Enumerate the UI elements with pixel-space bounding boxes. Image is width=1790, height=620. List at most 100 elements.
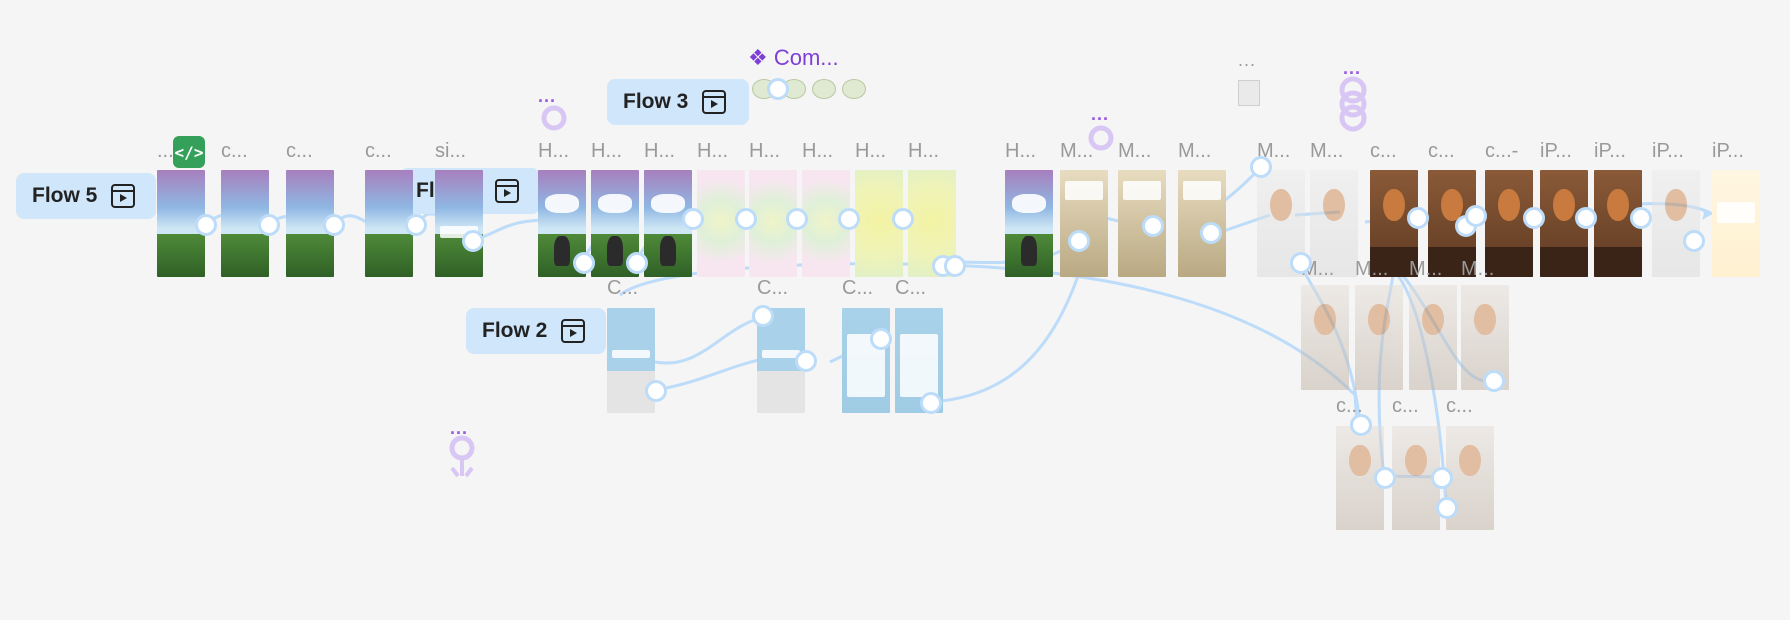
connection-node[interactable] <box>786 208 808 230</box>
frame-title[interactable]: iP... <box>1594 140 1626 162</box>
connection-node[interactable] <box>1290 252 1312 274</box>
frame-title[interactable]: si... <box>435 140 467 162</box>
frame-title[interactable]: C... <box>895 277 927 299</box>
connection-node[interactable] <box>1436 497 1458 519</box>
frame-title[interactable]: H... <box>697 140 729 162</box>
frame-title[interactable]: c... <box>1392 395 1419 417</box>
ellipsis-label[interactable]: ... <box>450 418 469 438</box>
screen-frame[interactable] <box>365 170 413 277</box>
frame-title[interactable]: c...- <box>1485 140 1519 162</box>
connection-node[interactable] <box>752 305 774 327</box>
connection-node[interactable] <box>1575 207 1597 229</box>
connection-node[interactable] <box>944 255 966 277</box>
connection-node[interactable] <box>1374 467 1396 489</box>
frame-title[interactable]: H... <box>908 140 940 162</box>
connection-node[interactable] <box>1250 156 1272 178</box>
connection-node[interactable] <box>735 208 757 230</box>
component-instance[interactable] <box>812 79 836 99</box>
screen-frame[interactable] <box>1301 285 1349 390</box>
connection-node[interactable] <box>258 214 280 236</box>
connection-node[interactable] <box>1483 370 1505 392</box>
screen-frame[interactable] <box>1005 170 1053 277</box>
connection-node[interactable] <box>1630 207 1652 229</box>
flow-5-text: Flow 5 <box>32 184 98 207</box>
component-icon: ❖ <box>748 45 768 70</box>
connection-node[interactable] <box>1350 414 1372 436</box>
frame-title[interactable]: M... <box>1355 258 1389 280</box>
screen-frame[interactable] <box>1355 285 1403 390</box>
connection-node[interactable] <box>795 350 817 372</box>
connection-node[interactable] <box>1142 215 1164 237</box>
connection-node[interactable] <box>838 208 860 230</box>
frame-title[interactable]: C... <box>757 277 789 299</box>
connection-node[interactable] <box>920 392 942 414</box>
frame-title[interactable]: ... <box>157 140 174 162</box>
connection-node[interactable] <box>1683 230 1705 252</box>
frame-title[interactable]: C... <box>607 277 639 299</box>
frame-title[interactable]: M... <box>1118 140 1152 162</box>
connection-node[interactable] <box>892 208 914 230</box>
component-label[interactable]: ❖ Com... <box>748 45 839 71</box>
flow-5-label[interactable]: Flow 5 <box>16 173 156 219</box>
component-text: Com... <box>773 45 839 70</box>
connection-node[interactable] <box>870 328 892 350</box>
connection-node[interactable] <box>195 214 217 236</box>
frame-title[interactable]: c... <box>1446 395 1473 417</box>
screen-frame[interactable] <box>1712 170 1760 277</box>
connection-node[interactable] <box>1407 207 1429 229</box>
code-icon[interactable]: </> <box>173 136 205 168</box>
screen-frame[interactable] <box>1178 170 1226 277</box>
flow-3-label[interactable]: Flow 3 <box>607 79 749 125</box>
component-instance[interactable] <box>842 79 866 99</box>
connection-node[interactable] <box>1523 207 1545 229</box>
connection-node[interactable] <box>323 214 345 236</box>
connection-node[interactable] <box>682 208 704 230</box>
frame-title[interactable]: c... <box>286 140 313 162</box>
connection-node[interactable] <box>1200 222 1222 244</box>
screen-frame[interactable] <box>842 308 890 413</box>
frame-title[interactable]: c... <box>1336 395 1363 417</box>
frame-title[interactable]: M... <box>1060 140 1094 162</box>
frame-title[interactable]: H... <box>749 140 781 162</box>
connection-node[interactable] <box>462 230 484 252</box>
ellipsis-label[interactable]: ... <box>1091 104 1110 124</box>
frame-title[interactable]: H... <box>644 140 676 162</box>
connection-node[interactable] <box>645 380 667 402</box>
frame-title[interactable]: M... <box>1178 140 1212 162</box>
frame-title[interactable]: c... <box>1370 140 1397 162</box>
screen-frame[interactable] <box>157 170 205 277</box>
frame-title[interactable]: H... <box>802 140 834 162</box>
screen-frame[interactable] <box>1060 170 1108 277</box>
frame-title[interactable]: H... <box>591 140 623 162</box>
frame-title[interactable]: c... <box>1428 140 1455 162</box>
connection-node[interactable] <box>767 78 789 100</box>
frame-title[interactable]: H... <box>855 140 887 162</box>
screen-frame[interactable] <box>1392 426 1440 530</box>
frame-title[interactable]: H... <box>1005 140 1037 162</box>
connection-node[interactable] <box>405 214 427 236</box>
connection-node[interactable] <box>573 252 595 274</box>
connection-node[interactable] <box>1431 467 1453 489</box>
frame-title[interactable]: c... <box>365 140 392 162</box>
frame-title[interactable]: c... <box>221 140 248 162</box>
frame-title[interactable]: H... <box>538 140 570 162</box>
frame-title[interactable]: M... <box>1409 258 1443 280</box>
screen-frame[interactable] <box>1409 285 1457 390</box>
connection-node[interactable] <box>626 252 648 274</box>
frame-title[interactable]: M... <box>1461 258 1495 280</box>
frame-title[interactable]: M... <box>1310 140 1344 162</box>
frame-title[interactable]: iP... <box>1712 140 1744 162</box>
frame-title[interactable]: iP... <box>1540 140 1572 162</box>
ellipsis-label[interactable]: ... <box>538 86 557 106</box>
screen-frame[interactable] <box>1652 170 1700 277</box>
screen-frame[interactable] <box>435 170 483 277</box>
ellipsis-label[interactable]: ... <box>1343 58 1362 78</box>
flow-2-label[interactable]: Flow 2 <box>466 308 606 354</box>
frame-title[interactable]: iP... <box>1652 140 1684 162</box>
ellipsis-label[interactable]: ... <box>1238 50 1257 70</box>
screen-frame[interactable] <box>1310 170 1358 277</box>
connection-node[interactable] <box>1465 205 1487 227</box>
connection-node[interactable] <box>1068 230 1090 252</box>
frame-title[interactable]: C... <box>842 277 874 299</box>
